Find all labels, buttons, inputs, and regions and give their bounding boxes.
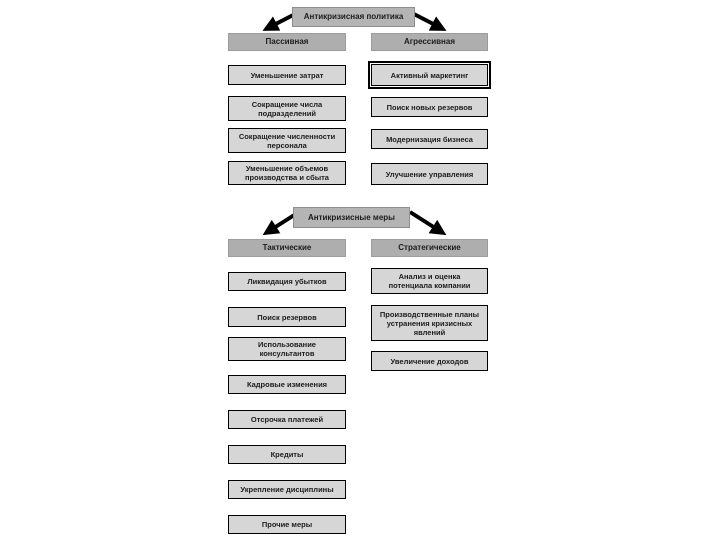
tactical-item-box: Поиск резервов (228, 307, 346, 327)
aggressive-item-box: Модернизация бизнеса (371, 129, 488, 149)
aggressive-item-box: Улучшение управления (371, 163, 488, 185)
tactical-item-box: Кадровые изменения (228, 375, 346, 394)
aggressive-item-box: Поиск новых резервов (371, 97, 488, 117)
tactical-item-box: Прочие меры (228, 515, 346, 534)
policy-title-box: Антикризисная политика (292, 7, 415, 27)
passive-item-box: Уменьшение затрат (228, 65, 346, 85)
strategic-item-box: Анализ и оценка потенциала компании (371, 268, 488, 294)
tactical-header-box: Тактические (228, 239, 346, 257)
strategic-header-box: Стратегические (371, 239, 488, 257)
tactical-item-box: Ликвидация убытков (228, 272, 346, 291)
tactical-item-box: Кредиты (228, 445, 346, 464)
tactical-item-box: Использование консультантов (228, 337, 346, 361)
measures-title-box: Антикризисные меры (293, 207, 410, 228)
passive-header-box: Пассивная (228, 33, 346, 51)
strategic-item-box: Производственные планы устранения кризис… (371, 305, 488, 341)
aggressive-item-box-highlighted: Активный маркетинг (368, 61, 491, 89)
aggressive-header-box: Агрессивная (371, 33, 488, 51)
tactical-item-box: Отсрочка платежей (228, 410, 346, 429)
passive-item-box: Сокращение численности персонала (228, 128, 346, 153)
tactical-item-box: Укрепление дисциплины (228, 480, 346, 499)
passive-item-box: Сокращение числа подразделений (228, 96, 346, 121)
arrow-measures-to-strategic-icon (408, 210, 447, 236)
passive-item-box: Уменьшение объемов производства и сбыта (228, 161, 346, 185)
strategic-item-box: Увеличение доходов (371, 351, 488, 371)
